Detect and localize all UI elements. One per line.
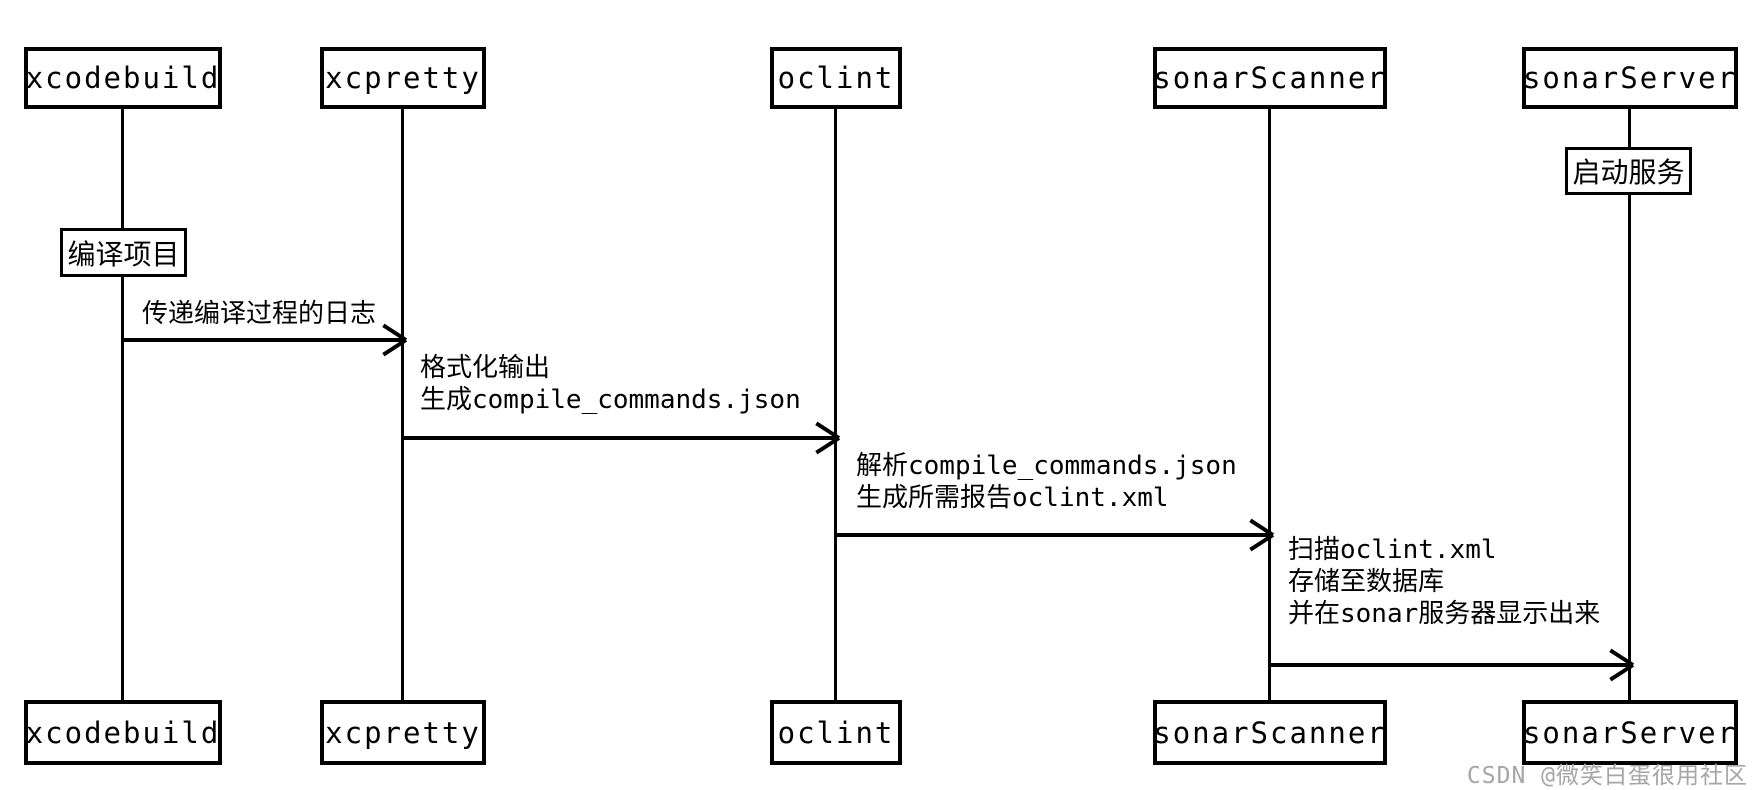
- message-label-2: 格式化输出 生成compile_commands.json: [420, 352, 801, 416]
- lifeline-sonarserver: [1628, 109, 1631, 700]
- lifeline-xcodebuild: [121, 109, 124, 700]
- message-label-3: 解析compile_commands.json 生成所需报告oclint.xml: [856, 450, 1237, 514]
- message-line: 并在sonar服务器显示出来: [1288, 599, 1601, 629]
- message-line: 生成所需报告oclint.xml: [856, 483, 1169, 513]
- participant-sonarserver-top: sonarServer: [1522, 47, 1738, 109]
- self-action-compile-project: 编译项目: [60, 228, 187, 277]
- participant-xcodebuild-top: xcodebuild: [24, 47, 222, 109]
- message-label-4: 扫描oclint.xml 存储至数据库 并在sonar服务器显示出来: [1288, 534, 1600, 630]
- message-line: 解析compile_commands.json: [856, 451, 1237, 481]
- participant-xcodebuild-bottom: xcodebuild: [24, 700, 222, 765]
- lifeline-sonarscanner: [1268, 109, 1271, 700]
- arrow-oclint-to-sonarscanner: [836, 533, 1272, 537]
- message-line: 扫描oclint.xml: [1288, 535, 1497, 565]
- participant-sonarserver-bottom: sonarServer: [1522, 700, 1738, 765]
- message-line: 格式化输出: [420, 353, 551, 383]
- self-action-start-service: 启动服务: [1565, 147, 1692, 195]
- participant-oclint-top: oclint: [770, 47, 902, 109]
- message-line: 存储至数据库: [1288, 567, 1445, 597]
- participant-xcpretty-bottom: xcpretty: [320, 700, 486, 765]
- lifeline-oclint: [834, 109, 837, 700]
- participant-sonarscanner-bottom: sonarScanner: [1153, 700, 1387, 765]
- message-line: 传递编译过程的日志: [142, 299, 377, 329]
- arrow-xcodebuild-to-xcpretty: [123, 338, 405, 342]
- lifeline-xcpretty: [401, 109, 404, 700]
- csdn-watermark: CSDN @微笑白蛋很用社区: [1466, 763, 1748, 789]
- participant-xcpretty-top: xcpretty: [320, 47, 486, 109]
- arrow-sonarscanner-to-sonarserver: [1270, 663, 1632, 667]
- participant-oclint-bottom: oclint: [770, 700, 902, 765]
- participant-sonarscanner-top: sonarScanner: [1153, 47, 1387, 109]
- message-line: 生成compile_commands.json: [420, 385, 801, 415]
- arrow-xcpretty-to-oclint: [403, 436, 838, 440]
- message-label-1: 传递编译过程的日志: [142, 298, 376, 330]
